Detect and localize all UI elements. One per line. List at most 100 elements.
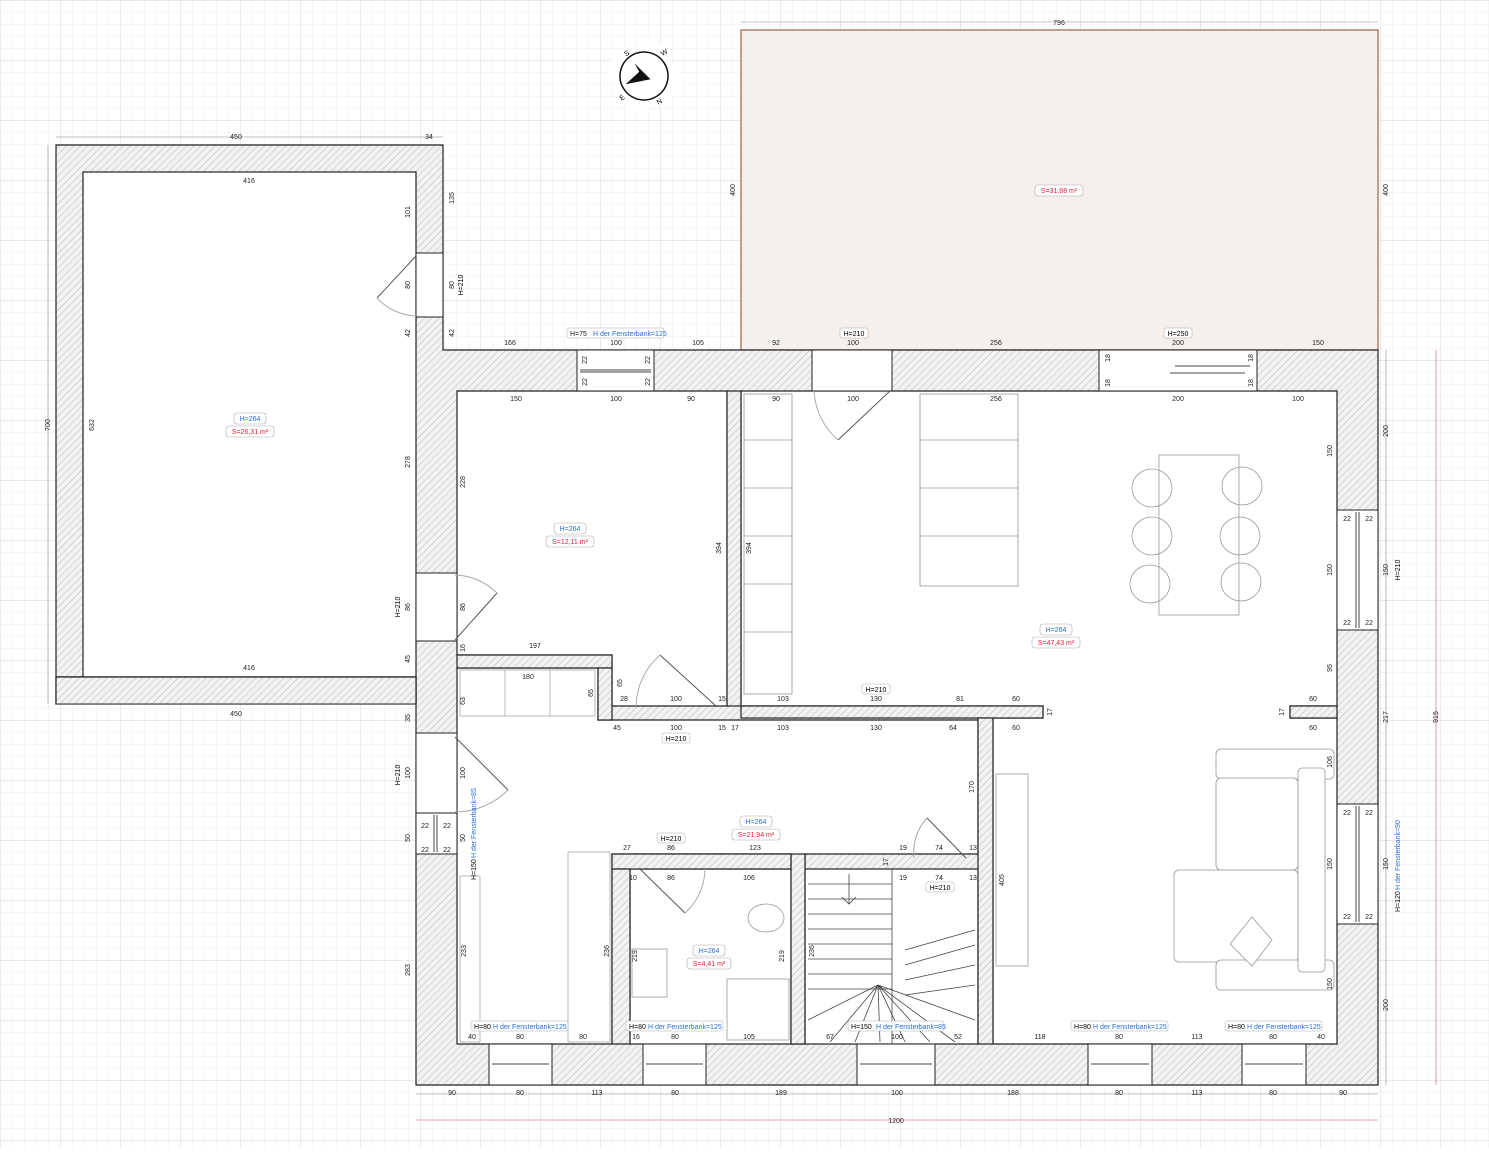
svg-text:90: 90 (448, 1090, 456, 1097)
svg-text:22: 22 (421, 823, 429, 830)
bathroom-floor (629, 868, 792, 1045)
svg-text:105: 105 (692, 340, 704, 347)
svg-text:80: 80 (1269, 1090, 1277, 1097)
room-area: S=26,31 m² (232, 429, 269, 436)
svg-text:10: 10 (629, 875, 637, 882)
right-window-b[interactable] (1336, 803, 1379, 925)
svg-text:67: 67 (826, 1034, 834, 1041)
svg-text:H der Fensterbank=90: H der Fensterbank=90 (1395, 820, 1402, 890)
svg-text:394: 394 (716, 542, 723, 554)
room-height: H=264 (560, 526, 581, 533)
left-door-low[interactable] (415, 732, 458, 814)
svg-text:233: 233 (461, 945, 468, 957)
left-door-mid[interactable] (415, 572, 458, 642)
dimension-lines (47, 21, 1437, 1121)
svg-text:86: 86 (667, 875, 675, 882)
svg-text:22: 22 (582, 378, 589, 386)
svg-text:113: 113 (1191, 1090, 1202, 1097)
svg-text:80: 80 (579, 1034, 587, 1041)
stair-floor (804, 868, 979, 1045)
svg-text:65: 65 (617, 679, 624, 687)
svg-text:H=80: H=80 (1074, 1024, 1091, 1031)
svg-text:34: 34 (425, 134, 433, 141)
svg-text:113: 113 (1191, 1034, 1202, 1041)
svg-text:150: 150 (1383, 858, 1390, 870)
svg-text:180: 180 (522, 674, 534, 681)
svg-text:H=250: H=250 (1168, 331, 1189, 338)
svg-text:394: 394 (746, 542, 753, 554)
svg-text:H=80: H=80 (1228, 1024, 1245, 1031)
svg-text:100: 100 (670, 696, 682, 703)
svg-text:113: 113 (591, 1090, 602, 1097)
svg-text:90: 90 (772, 396, 780, 403)
svg-text:H=210: H=210 (1395, 559, 1402, 580)
svg-text:60: 60 (1309, 696, 1317, 703)
svg-text:42: 42 (405, 329, 412, 337)
svg-text:86: 86 (667, 845, 675, 852)
svg-text:50: 50 (405, 834, 412, 842)
svg-text:105: 105 (743, 1034, 755, 1041)
svg-text:22: 22 (421, 847, 429, 854)
svg-text:100: 100 (847, 340, 859, 347)
svg-text:90: 90 (1339, 1090, 1347, 1097)
svg-text:150: 150 (1327, 978, 1334, 990)
svg-text:40: 40 (468, 1034, 476, 1041)
svg-text:106: 106 (1327, 756, 1334, 768)
svg-text:60: 60 (1012, 725, 1020, 732)
svg-text:18: 18 (1248, 379, 1255, 387)
svg-text:16: 16 (460, 644, 467, 652)
svg-text:100: 100 (670, 725, 682, 732)
svg-text:915: 915 (1433, 711, 1440, 723)
svg-text:632: 632 (89, 419, 96, 431)
bottom-window-labels: H=80 H der Fensterbank=125 H=80 H der Fe… (470, 1020, 1323, 1032)
bathroom-label: H=264 S=4,41 m² (686, 944, 732, 970)
svg-text:200: 200 (1172, 396, 1184, 403)
room-area: S=31,88 m² (1041, 188, 1078, 195)
svg-text:217: 217 (1383, 711, 1390, 723)
svg-text:130: 130 (870, 696, 882, 703)
svg-text:103: 103 (777, 696, 789, 703)
svg-text:256: 256 (990, 340, 1002, 347)
svg-text:236: 236 (604, 945, 611, 957)
svg-text:45: 45 (405, 655, 412, 663)
middle-room-label: H=264 S=12,11 m² (545, 522, 595, 548)
svg-text:400: 400 (1383, 184, 1390, 196)
svg-text:80: 80 (449, 281, 456, 289)
bathroom-fixtures (631, 903, 790, 1041)
svg-text:100: 100 (847, 396, 859, 403)
svg-text:188: 188 (1007, 1090, 1019, 1097)
svg-text:416: 416 (243, 665, 255, 672)
svg-text:50: 50 (460, 834, 467, 842)
svg-text:101: 101 (405, 206, 412, 218)
svg-text:189: 189 (775, 1090, 787, 1097)
compass-s: S (623, 50, 631, 59)
svg-text:166: 166 (504, 340, 516, 347)
right-window-a[interactable] (1336, 509, 1379, 631)
bottom-outer-dims: 90 80 113 80 189 100 188 80 113 80 90 (448, 1090, 1347, 1097)
svg-text:74: 74 (935, 875, 943, 882)
room-height: H=264 (699, 948, 720, 955)
svg-text:22: 22 (1343, 620, 1351, 627)
svg-text:H=210: H=210 (930, 885, 951, 892)
svg-text:22: 22 (443, 847, 451, 854)
svg-text:700: 700 (45, 419, 52, 431)
openings (415, 252, 1379, 1086)
svg-text:100: 100 (1292, 396, 1304, 403)
svg-text:283: 283 (405, 964, 412, 976)
left-door-top[interactable] (415, 252, 444, 318)
svg-text:H=210: H=210 (866, 687, 887, 694)
window-sashes (433, 365, 1360, 1065)
svg-text:22: 22 (645, 356, 652, 364)
hallway-label: H=264 S=21,94 m² (731, 815, 781, 841)
compass: S W N E (603, 35, 685, 117)
svg-text:80: 80 (1269, 1034, 1277, 1041)
top-door[interactable] (811, 349, 893, 392)
window-reveal-dims: 22 22 22 22 18 18 18 18 22 22 22 22 22 2… (421, 354, 1373, 921)
svg-text:135: 135 (449, 192, 456, 204)
svg-text:65: 65 (588, 689, 595, 697)
living-room-label: H=264 S=47,43 m² (1031, 623, 1081, 649)
svg-text:17: 17 (731, 725, 739, 732)
svg-text:H der Fensterbank=125: H der Fensterbank=125 (1093, 1024, 1167, 1031)
top-slider[interactable] (1098, 349, 1258, 392)
svg-text:60: 60 (1309, 725, 1317, 732)
